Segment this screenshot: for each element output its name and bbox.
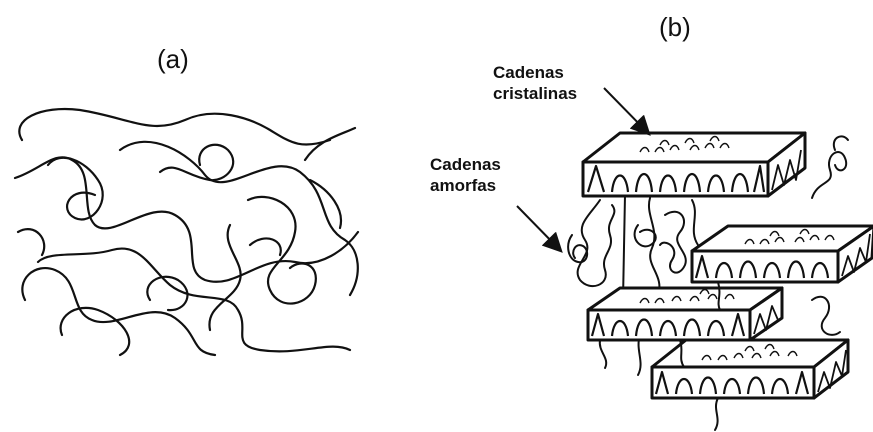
amorphous-loop-left	[578, 200, 615, 286]
amorphous-tie-right-1	[692, 200, 698, 245]
crystalline-lamella-2	[692, 226, 873, 282]
crystalline-arrow	[604, 88, 648, 133]
crystalline-lamella-3	[588, 288, 782, 340]
chain-7	[22, 268, 215, 355]
amorphous-coil-center	[660, 212, 686, 273]
amorphous-tie-vertical	[623, 195, 625, 300]
crystalline-lamella-1	[583, 133, 805, 196]
amorphous-tie-center	[649, 198, 659, 295]
tie-chain-1	[718, 282, 720, 310]
panel-a-amorphous-tangle	[15, 109, 358, 355]
chain-1	[19, 109, 330, 144]
tie-chain-3	[600, 340, 606, 368]
amorphous-tail-bottom	[715, 398, 718, 430]
chain-3	[48, 158, 103, 220]
amorphous-coil-right-mid	[812, 297, 840, 335]
chain-9	[248, 197, 316, 304]
amorphous-arrow	[517, 206, 560, 250]
chain-11	[61, 308, 130, 355]
amorphous-coil-right-top	[812, 136, 848, 198]
chain-13	[18, 229, 281, 255]
chain-5	[160, 145, 233, 180]
